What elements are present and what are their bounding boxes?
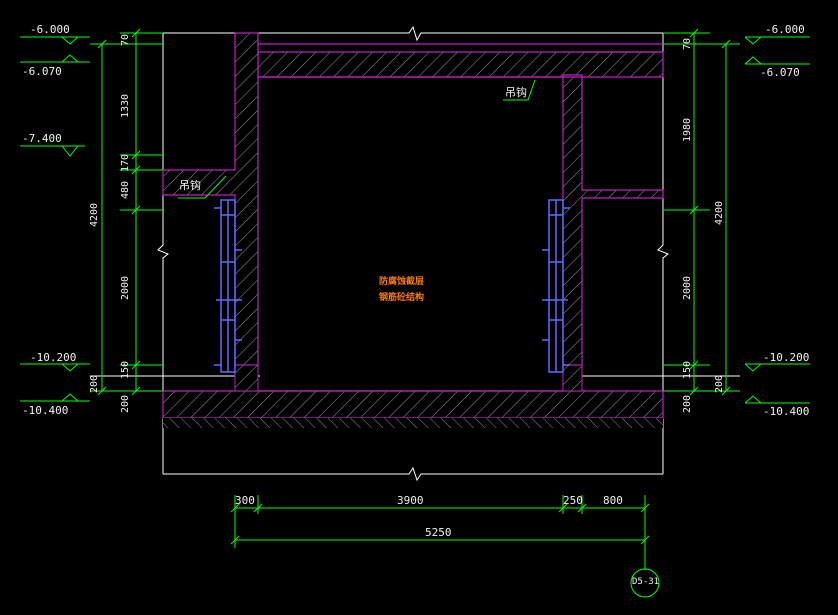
elevation-left-top: -6.000 <box>30 23 70 36</box>
bottom-dim-3900: 3900 <box>397 494 424 507</box>
right-dimension-lines <box>663 28 740 396</box>
axis-tag: D5-31 <box>632 577 660 587</box>
elevation-left-third: -7.400 <box>22 132 62 145</box>
left-dim-480: 480 <box>120 180 131 200</box>
elevation-right-third: -10.200 <box>763 351 810 364</box>
elevation-right-top: -6.000 <box>765 23 805 36</box>
right-dim-150: 150 <box>682 360 693 380</box>
concrete-walls <box>162 32 664 428</box>
right-total-dim: 4200 <box>714 200 725 226</box>
hook-label-left: 吊钩 <box>179 179 201 192</box>
left-corner-block <box>234 364 259 392</box>
ladder-right <box>542 199 570 373</box>
elevation-left-fourth: -10.200 <box>30 351 77 364</box>
bottom-dimension-lines <box>230 495 650 570</box>
bottom-slab <box>162 390 664 419</box>
left-dimension-lines <box>90 28 163 396</box>
elevation-right-bottom: -10.400 <box>763 405 810 418</box>
bottom-dim-250: 250 <box>563 494 583 507</box>
elevation-left-bottom: -10.400 <box>22 404 69 417</box>
right-dim-200b: 200 <box>682 394 693 414</box>
left-dim-170: 170 <box>120 153 131 173</box>
axis-bubble <box>630 568 660 598</box>
right-dim-70: 70 <box>682 37 693 51</box>
cavity-outline <box>258 43 663 392</box>
elevation-left-second: -6.070 <box>22 65 62 78</box>
right-wall <box>562 76 664 366</box>
elevation-markers-left <box>20 36 90 402</box>
note-line-2: 钢筋砼结构 <box>379 293 425 303</box>
left-total-dim: 4200 <box>89 202 100 228</box>
left-dim-200a: 200 <box>89 374 100 394</box>
bottom-dim-300: 300 <box>235 494 255 507</box>
left-dim-1330: 1330 <box>120 93 131 119</box>
left-wall <box>162 32 259 366</box>
ground-soil <box>163 418 663 428</box>
left-dim-150: 150 <box>120 360 131 380</box>
bottom-dim-total: 5250 <box>425 526 452 539</box>
left-dim-2000: 2000 <box>120 275 131 301</box>
hook-leaders <box>178 79 536 199</box>
bottom-dim-800: 800 <box>603 494 623 507</box>
note-line-1: 防腐蚀截层 <box>379 277 425 287</box>
left-dim-70: 70 <box>120 33 131 47</box>
right-dim-2000: 2000 <box>682 275 693 301</box>
elevation-right-second: -6.070 <box>760 66 800 79</box>
right-dim-1980: 1980 <box>682 117 693 143</box>
ladder-left <box>214 199 242 373</box>
right-corner-block <box>562 364 583 392</box>
left-dim-200b: 200 <box>120 394 131 414</box>
hook-label-right: 吊钩 <box>505 86 527 99</box>
elevation-markers-right <box>744 36 810 404</box>
right-dim-200a: 200 <box>714 374 725 394</box>
top-slab <box>257 51 664 78</box>
